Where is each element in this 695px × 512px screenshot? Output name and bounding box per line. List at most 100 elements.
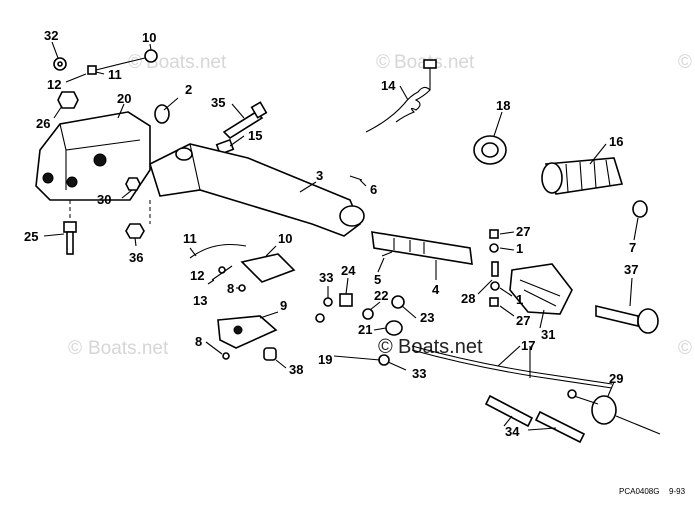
part-29-tail: [615, 415, 661, 435]
leader-33b: [387, 361, 407, 371]
callout-33-lower: 33: [412, 366, 426, 381]
part-lanyard-14: [365, 86, 431, 133]
watermark-dark: Boats.net: [398, 336, 483, 358]
callout-23: 23: [420, 310, 434, 325]
leader-16: [589, 143, 607, 165]
part-cap-7: [632, 200, 648, 218]
callout-35: 35: [211, 95, 225, 110]
callout-5: 5: [374, 272, 381, 287]
callout-33-upper: 33: [319, 270, 333, 285]
callout-20: 20: [117, 91, 131, 106]
watermark-4: Boats.net: [88, 338, 169, 359]
leader-10b: [265, 245, 277, 257]
part-33a-2: [315, 313, 325, 323]
part-tube-34b: [534, 410, 586, 444]
part-29-shaft: [573, 395, 599, 405]
part-bracket-9-hole: [233, 325, 243, 335]
callout-10-lower: 10: [278, 231, 292, 246]
callout-11-lower: 11: [183, 231, 197, 246]
part-bolt-25-shank: [66, 231, 74, 255]
part-22: [362, 308, 374, 320]
leader-17a: [497, 345, 521, 367]
part-27b: [489, 297, 499, 307]
callout-22: 22: [374, 288, 388, 303]
callout-12-top: 12: [47, 77, 61, 92]
leader-11a: [95, 71, 105, 75]
callout-38: 38: [289, 362, 303, 377]
part-nut-26: [57, 91, 79, 109]
callout-3: 3: [316, 168, 323, 183]
part-13: [211, 265, 233, 281]
leader-25: [43, 233, 65, 237]
callout-17: 17: [521, 338, 535, 353]
watermark-symbol-dark: ©: [378, 336, 393, 358]
leader-31: [539, 309, 545, 329]
part-terminal-top: [87, 65, 97, 75]
part-bracket-hole-2: [66, 176, 78, 188]
leader-21: [373, 327, 387, 331]
leader-8b: [205, 341, 223, 355]
footer-reference: PCA0408G 9-93: [619, 487, 686, 496]
leader-35: [231, 103, 245, 119]
watermark-symbol-2: ©: [376, 52, 390, 73]
callout-19: 19: [318, 352, 332, 367]
part-pin-5: [381, 251, 393, 257]
part-bolt-25-head: [63, 221, 77, 233]
part-23: [391, 295, 405, 309]
leader-2: [163, 97, 179, 111]
leader-lines: [43, 41, 639, 431]
part-29-tip: [567, 389, 577, 399]
part-29-body: [591, 395, 617, 425]
callout-labels: 32 10 12 11 2 20 26 35 15 14 18 16 3 6 3…: [24, 28, 638, 439]
part-bracket-hole-3: [93, 153, 107, 167]
callout-16: 16: [609, 134, 623, 149]
part-33a: [323, 297, 333, 307]
callout-24: 24: [341, 263, 356, 278]
leader-15: [229, 135, 245, 147]
part-bolt-35: [222, 110, 264, 140]
callout-13: 13: [193, 293, 207, 308]
part-grip-16-end: [541, 162, 563, 194]
leader-10a: [149, 43, 152, 51]
part-pin-6: [349, 175, 363, 181]
watermark-symbol-3: ©: [678, 52, 692, 73]
leader-1b: [499, 287, 513, 297]
callout-30: 30: [97, 192, 111, 207]
leader-30: [121, 189, 133, 199]
callout-28: 28: [461, 291, 475, 306]
leader-36: [134, 237, 137, 247]
part-24: [339, 293, 353, 307]
part-nut-36: [125, 223, 145, 239]
callout-32: 32: [44, 28, 58, 43]
leader-6: [359, 179, 367, 187]
watermark-symbol-5: ©: [678, 338, 692, 359]
part-cable-17b: [411, 349, 613, 389]
leader-3: [299, 181, 317, 193]
part-housing-31: [509, 263, 573, 315]
watermark-symbol-1: ©: [128, 52, 142, 73]
part-tiller-arm-3: [149, 143, 361, 237]
callout-26: 26: [36, 116, 50, 131]
callout-18: 18: [496, 98, 510, 113]
part-21: [385, 320, 403, 336]
leader-38: [275, 359, 287, 369]
part-tube-34a: [484, 394, 534, 428]
part-bracket-20: [35, 111, 151, 201]
part-tiller-arm-end: [339, 205, 365, 227]
callout-21: 21: [358, 322, 372, 337]
part-switch-wire-top: [95, 57, 146, 71]
callout-8-lower: 8: [195, 334, 202, 349]
part-switch-37-knob: [637, 308, 659, 334]
part-grip-16-ribs: [565, 159, 611, 193]
leader-29: [607, 381, 615, 397]
part-1a: [489, 243, 499, 253]
leader-9: [259, 311, 279, 319]
leader-32: [51, 41, 59, 59]
part-1b: [490, 281, 500, 291]
part-shaft-4: [371, 231, 473, 265]
leader-37: [629, 277, 633, 307]
part-plate-10: [240, 253, 296, 283]
callout-6: 6: [370, 182, 377, 197]
leader-5: [377, 257, 385, 273]
callout-11-top: 11: [108, 67, 122, 82]
